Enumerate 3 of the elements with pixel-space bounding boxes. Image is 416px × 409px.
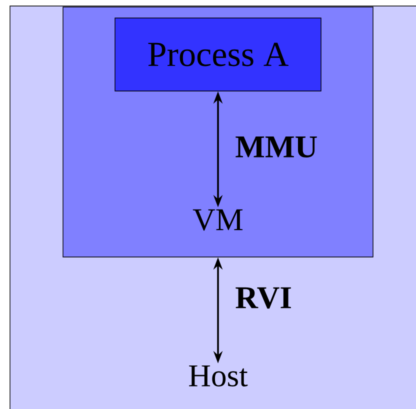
process-box: Process A: [114, 18, 322, 92]
edge-label: RVI: [236, 287, 291, 309]
edge-label: MMU: [236, 136, 317, 158]
